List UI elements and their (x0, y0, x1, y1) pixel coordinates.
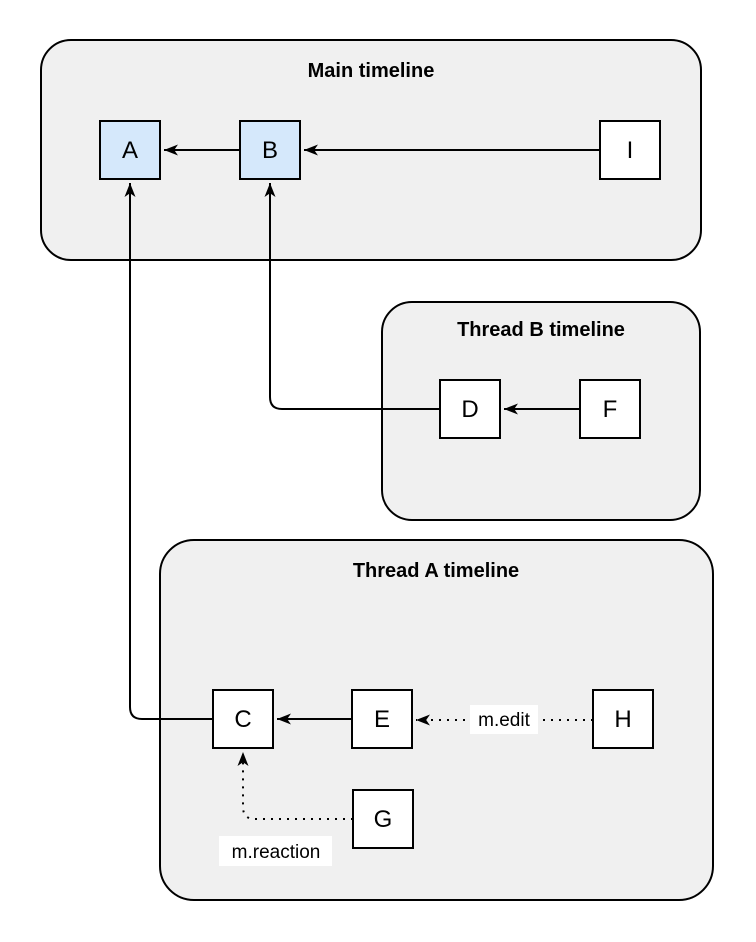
node-c-label: C (234, 706, 251, 733)
thread-b-timeline-title: Thread B timeline (457, 319, 625, 341)
node-d-label: D (461, 396, 478, 423)
node-i: I (599, 120, 661, 180)
m-edit-label-background (470, 705, 538, 734)
node-i-box (599, 120, 661, 180)
node-b-box (239, 120, 301, 180)
node-d: D (439, 379, 501, 439)
node-c: C (212, 689, 274, 749)
node-e-label: E (374, 706, 390, 733)
edge-label-m-reaction: m.reaction (232, 842, 321, 863)
node-f: F (579, 379, 641, 439)
node-a-box (99, 120, 161, 180)
node-e: E (351, 689, 413, 749)
edge-c-to-a (124, 183, 213, 720)
node-d-box (439, 379, 501, 439)
container-thread-b-timeline (381, 301, 701, 521)
node-h-label: H (614, 706, 631, 733)
main-timeline-title: Main timeline (308, 60, 435, 82)
node-g-box (352, 789, 414, 849)
thread-a-timeline-title: Thread A timeline (353, 560, 519, 582)
node-g: G (352, 789, 414, 849)
node-f-box (579, 379, 641, 439)
edge-label-m-edit: m.edit (478, 710, 530, 731)
node-h: H (592, 689, 654, 749)
node-b-label: B (262, 137, 278, 164)
node-b: B (239, 120, 301, 180)
edge-d-to-b (264, 183, 440, 410)
m-reaction-label-background (219, 836, 332, 866)
node-f-label: F (603, 396, 618, 423)
node-i-label: I (627, 137, 634, 164)
node-a-label: A (122, 137, 138, 164)
node-g-label: G (374, 806, 393, 833)
node-c-box (212, 689, 274, 749)
node-h-box (592, 689, 654, 749)
node-a: A (99, 120, 161, 180)
node-e-box (351, 689, 413, 749)
